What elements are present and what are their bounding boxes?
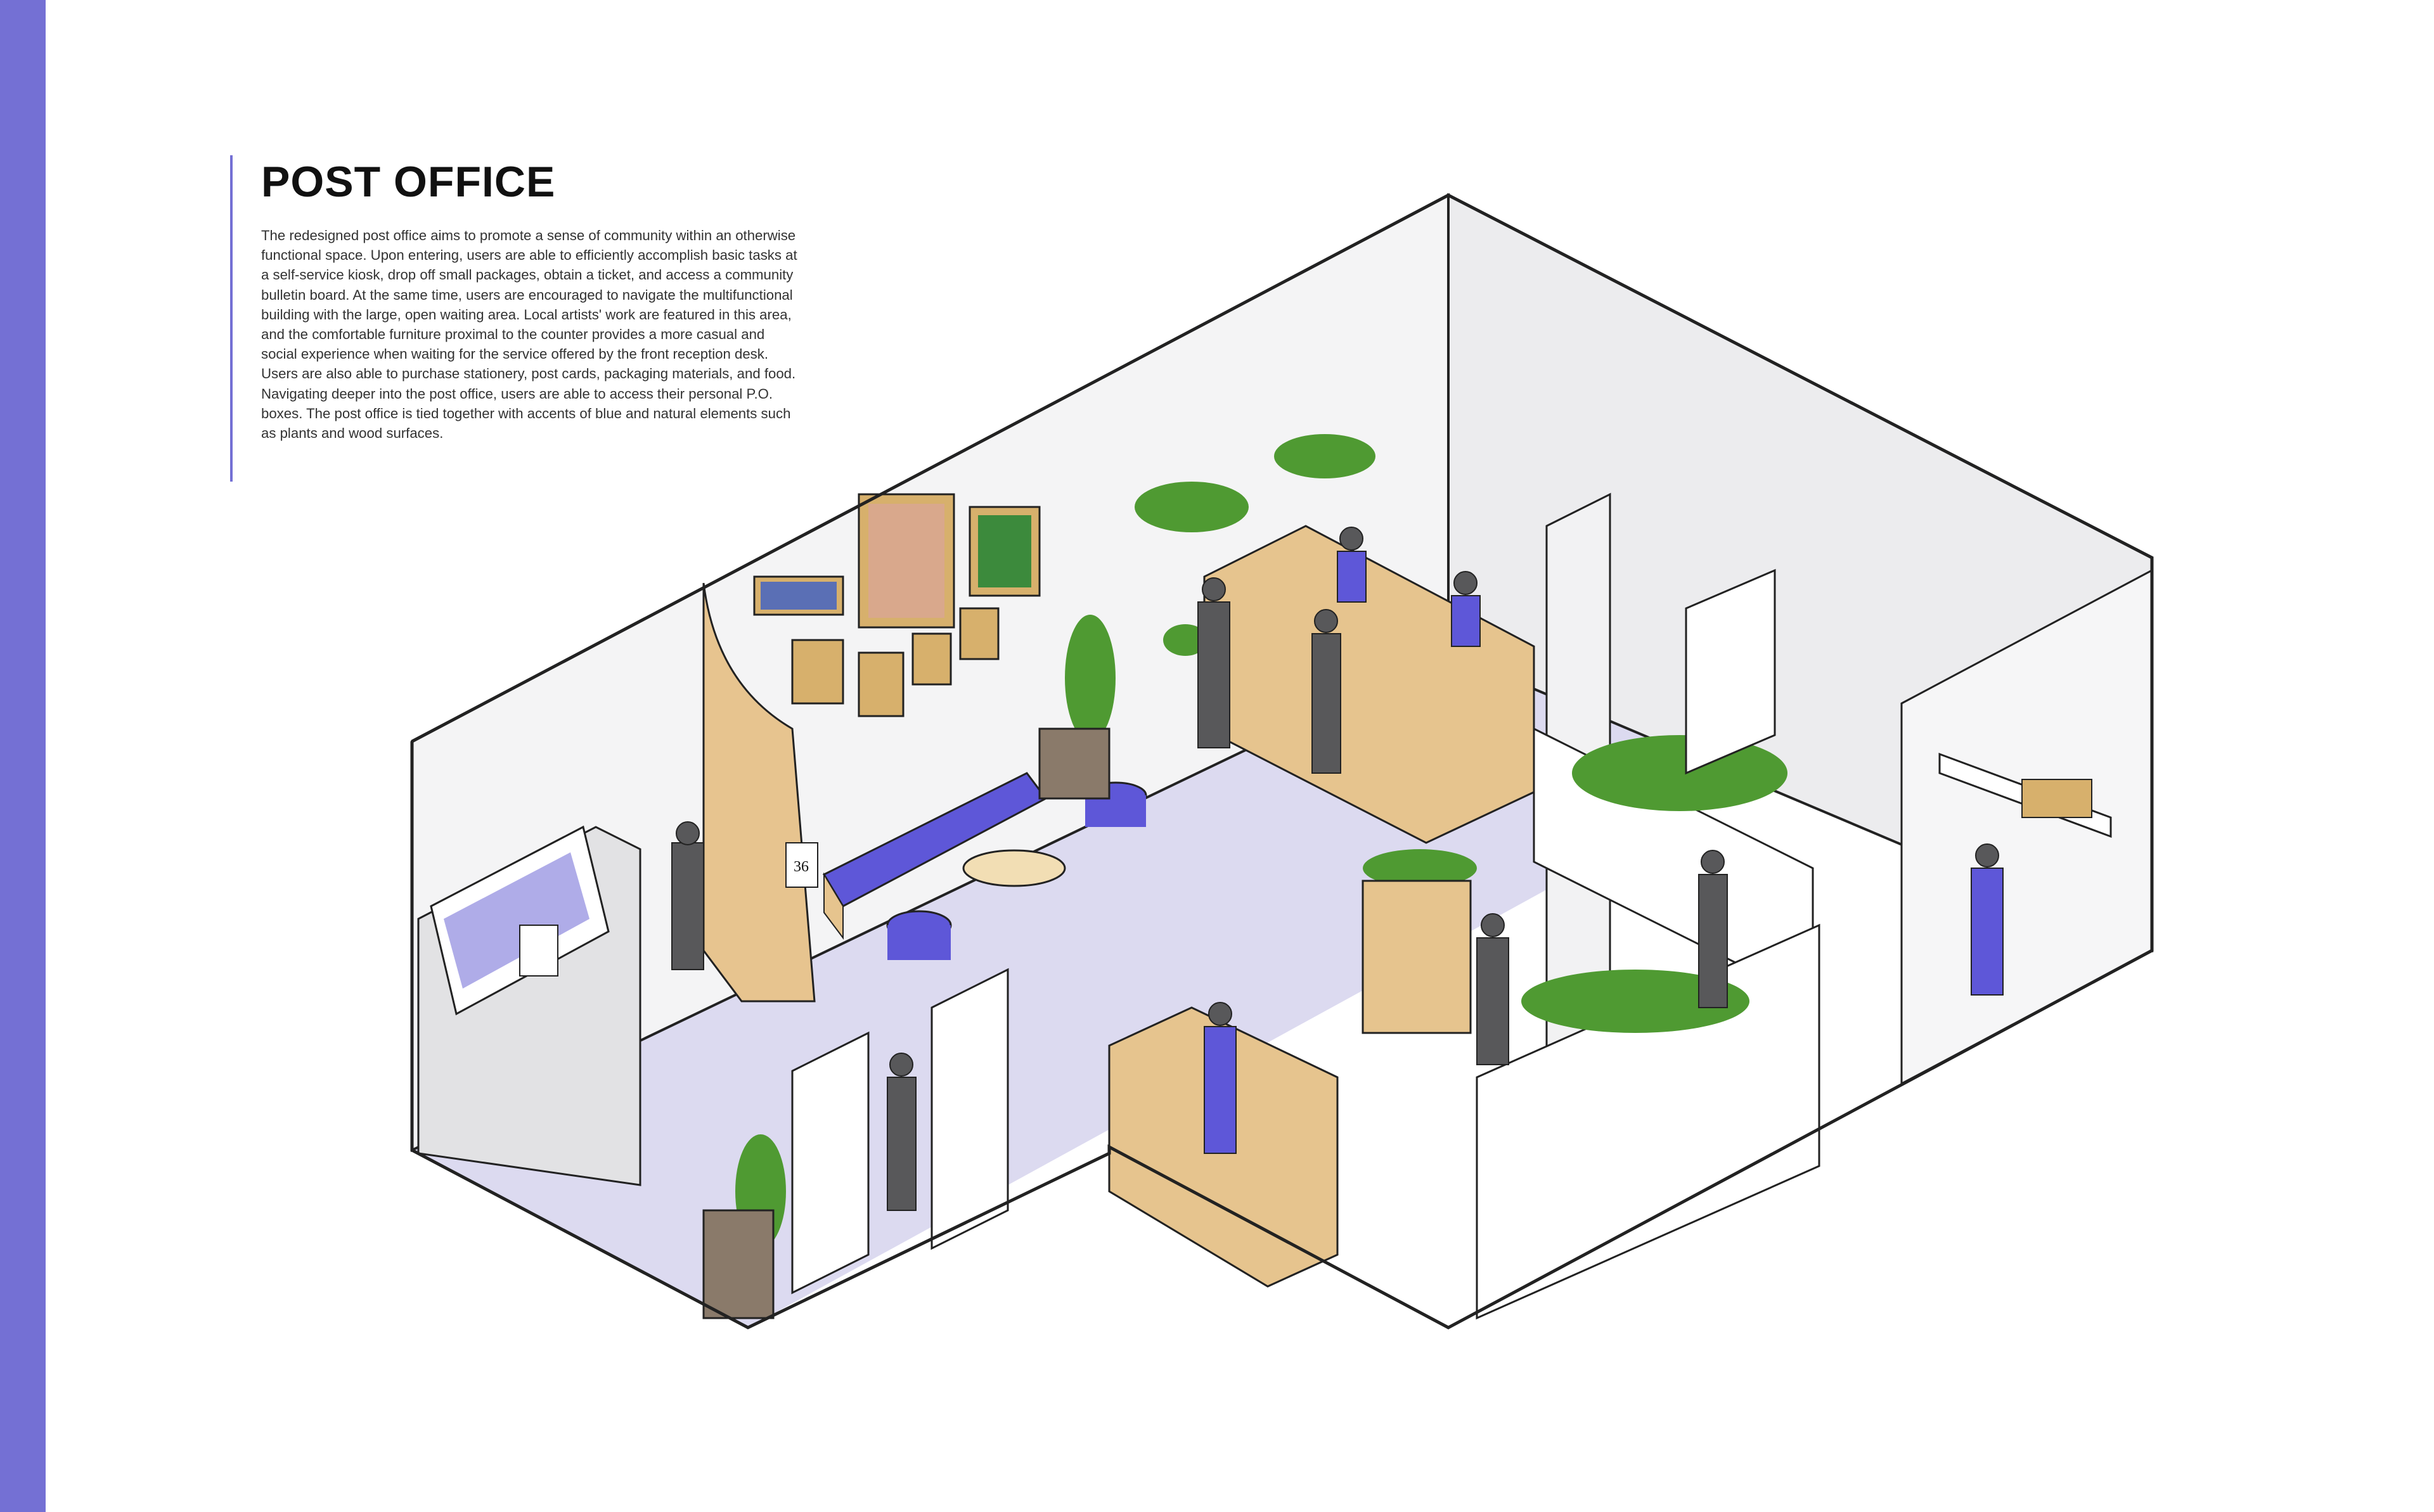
page-title: POST OFFICE: [261, 158, 556, 206]
coffee-table: [962, 849, 1066, 887]
self-service-kiosk: [417, 825, 641, 1186]
staff-door: [1685, 568, 1776, 775]
ticket-number: 36: [794, 859, 809, 875]
wooden-arch-pillar: [702, 582, 816, 1003]
title-accent-rule: [230, 155, 233, 482]
post-office-isometric-illustration: 36: [410, 193, 2154, 1329]
art-wall: [753, 493, 1041, 717]
entrance-door-right: [930, 968, 1009, 1250]
side-accent-bar: [0, 0, 46, 1512]
entrance-door-left: [791, 1031, 870, 1295]
plants: [702, 434, 1787, 1319]
ticket-machine: [785, 842, 818, 888]
description-text: The redesigned post office aims to promo…: [261, 227, 797, 442]
storage-shelves: [1938, 752, 2112, 838]
building-outline: [410, 193, 2154, 1329]
people: [671, 527, 2004, 1211]
